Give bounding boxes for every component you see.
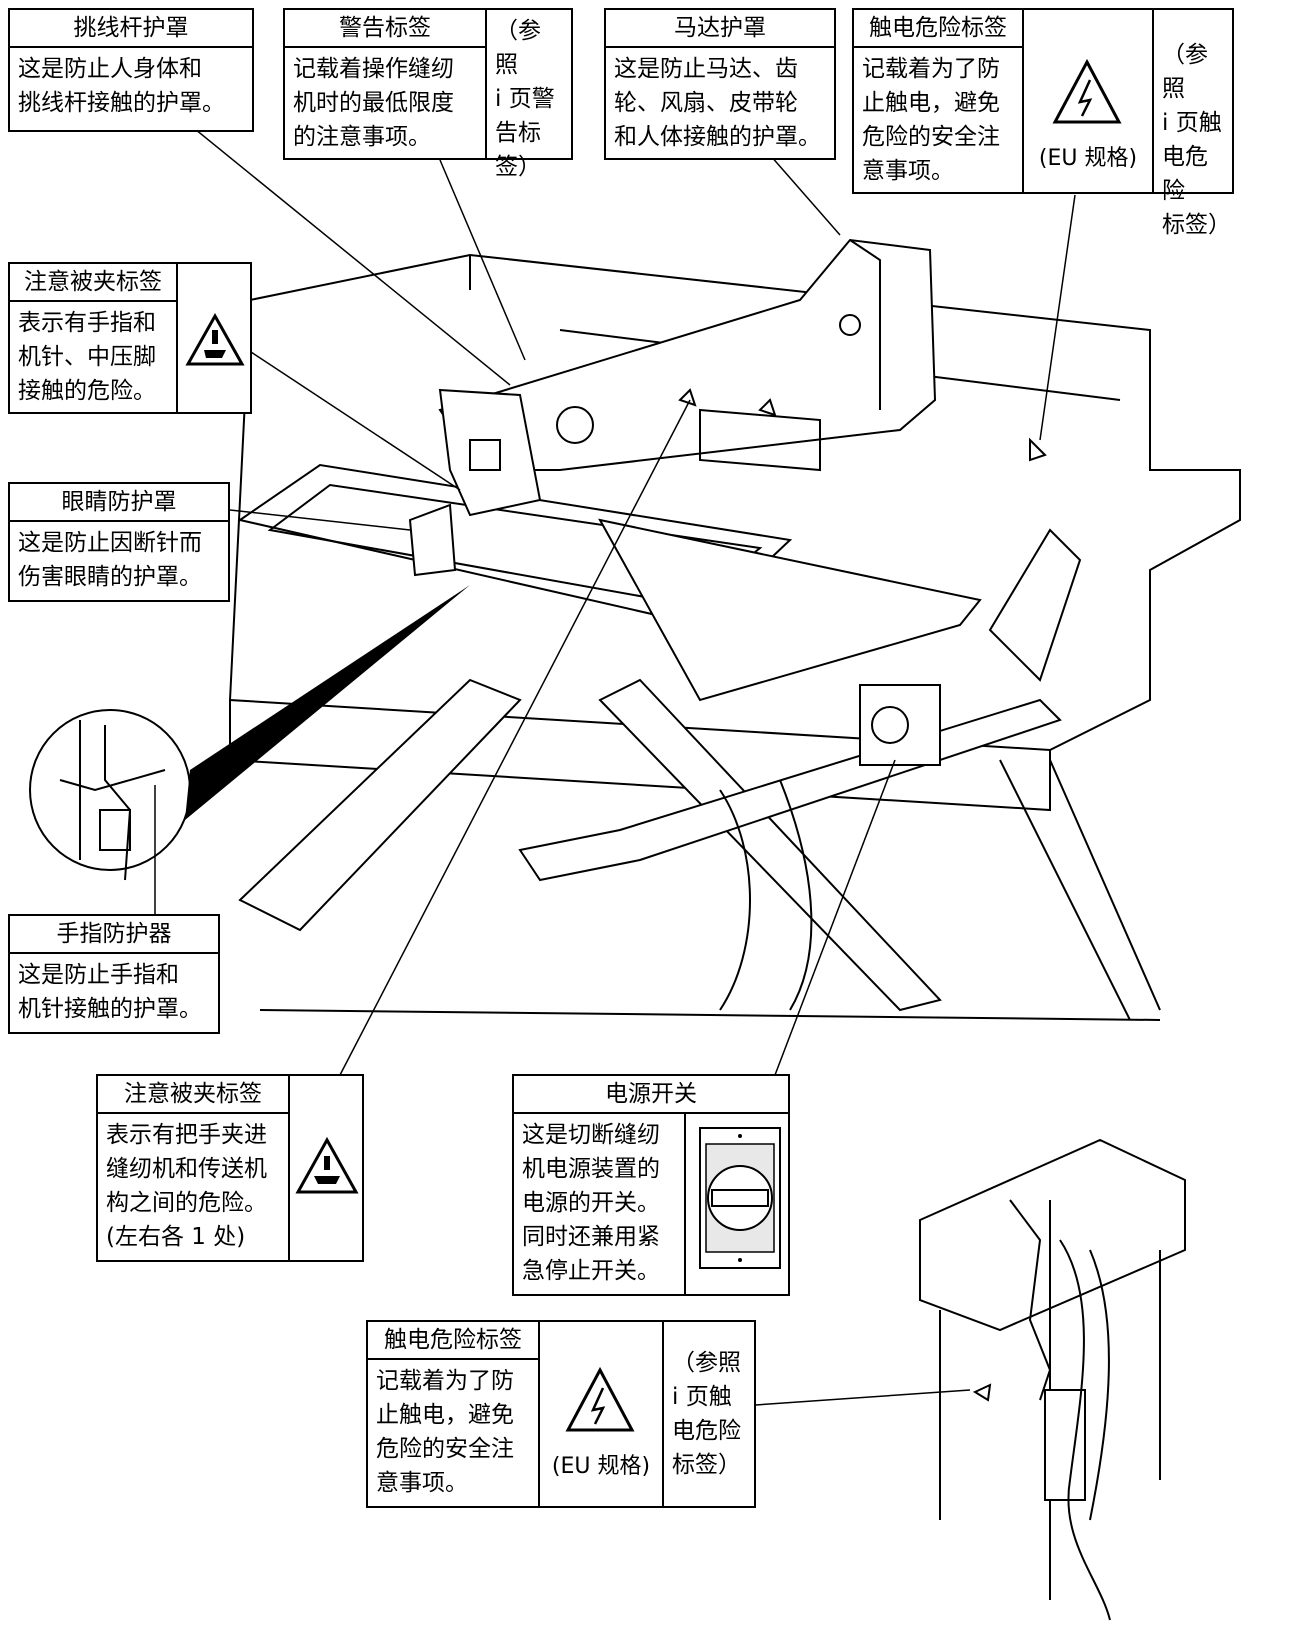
callout-text: 这是切断缝纫 机电源装置的 电源的开关。 同时还兼用紧 急停止开关。 [522, 1122, 660, 1284]
power-switch-box [859, 684, 941, 766]
callout-title: 触电危险标签 [854, 10, 1022, 48]
callout-eye-guard: 眼睛防护罩 这是防止因断针而 伤害眼睛的护罩。 [8, 482, 230, 602]
callout-title: 注意被夹标签 [10, 264, 176, 302]
pinch-hazard-icon [185, 312, 245, 366]
leg-right [598, 678, 942, 1012]
zoom-beam [185, 585, 470, 820]
callout-warning-label: 警告标签 记载着操作缝纫 机时的最低限度 的注意事项。 （参照 i 页警 告标 … [283, 8, 573, 180]
electric-shock-icon [1052, 58, 1122, 124]
electric-shock-icon [565, 1366, 635, 1432]
callout-title: 马达护罩 [606, 10, 834, 48]
callout-shock-label-bottom: 触电危险标签 记载着为了防 止触电，避免 危险的安全注 意事项。 (EU 规格)… [366, 1320, 756, 1508]
callout-text: 表示有手指和 机针、中压脚 接触的危险。 [18, 310, 156, 404]
callout-title: 电源开关 [514, 1076, 788, 1114]
callout-pinch-label-top: 注意被夹标签 表示有手指和 机针、中压脚 接触的危险。 [8, 262, 252, 414]
eu-spec-label: (EU 规格) [1038, 146, 1138, 171]
callout-motor-cover: 马达护罩 这是防止马达、齿 轮、风扇、皮带轮 和人体接触的护罩。 [604, 8, 836, 160]
leg-left [238, 678, 522, 932]
stand-detail [919, 1138, 1186, 1621]
callout-finger-guard: 手指防护器 这是防止手指和 机针接触的护罩。 [8, 914, 220, 1034]
callout-text: 这是防止因断针而 伤害眼睛的护罩。 [18, 530, 202, 590]
callout-text: 这是防止手指和 机针接触的护罩。 [18, 962, 202, 1022]
callout-title: 注意被夹标签 [98, 1076, 288, 1114]
callout-reference: （参照 i 页触 电危险 标签） [672, 1350, 741, 1478]
callout-take-up-cover: 挑线杆护罩 这是防止人身体和 挑线杆接触的护罩。 [8, 8, 254, 132]
sewing-head [438, 388, 542, 517]
callout-text: 记载着为了防 止触电，避免 危险的安全注 意事项。 [376, 1368, 514, 1496]
callout-text: 这是防止人身体和 挑线杆接触的护罩。 [18, 56, 225, 116]
callout-title: 手指防护器 [10, 916, 218, 954]
finger-guard-inset [29, 709, 191, 881]
leg-right2 [999, 759, 1161, 1021]
table-edge [229, 700, 1051, 812]
callout-shock-label-top: 触电危险标签 记载着为了防 止触电，避免 危险的安全注 意事项。 (EU 规格)… [852, 8, 1234, 238]
callout-text: 这是防止马达、齿 轮、风扇、皮带轮 和人体接触的护罩。 [614, 56, 821, 150]
operation-panel [988, 528, 1082, 682]
callout-power-switch: 电源开关 这是切断缝纫 机电源装置的 电源的开关。 同时还兼用紧 急停止开关。 [512, 1074, 790, 1296]
pinch-hazard-icon [295, 1136, 359, 1194]
callout-reference: （参照 i 页警 告标 签） [495, 18, 555, 180]
callout-text: 记载着操作缝纫 机时的最低限度 的注意事项。 [293, 56, 454, 150]
callout-text: 表示有把手夹进 缝纫机和传送机 构之间的危险。 (左右各 1 处) [106, 1122, 267, 1250]
eu-spec-label: (EU 规格) [551, 1454, 651, 1479]
callout-title: 眼睛防护罩 [10, 484, 228, 522]
callout-title: 挑线杆护罩 [10, 10, 252, 48]
eye-guard-drawing [408, 503, 457, 577]
callout-pinch-label-bottom: 注意被夹标签 表示有把手夹进 缝纫机和传送机 构之间的危险。 (左右各 1 处) [96, 1074, 364, 1262]
callout-title: 触电危险标签 [368, 1322, 538, 1360]
callout-title: 警告标签 [285, 10, 485, 48]
callout-text: 记载着为了防 止触电，避免 危险的安全注 意事项。 [862, 56, 1000, 184]
rotary-switch-icon [699, 1127, 781, 1269]
callout-reference: （参照 i 页触 电危险 标签） [1162, 42, 1231, 238]
